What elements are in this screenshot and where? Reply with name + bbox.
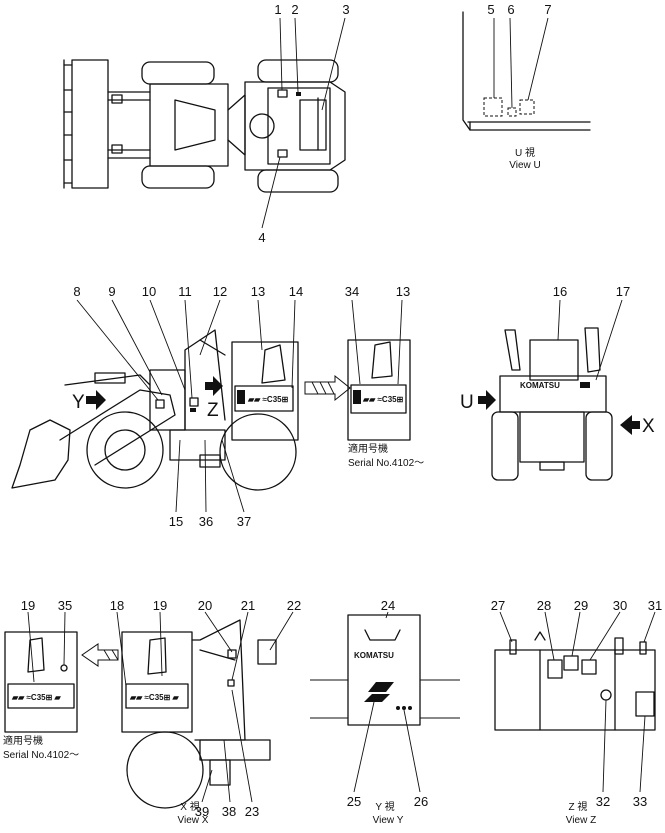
view-u-caption-en: View U	[509, 160, 541, 171]
callout-24: 24	[381, 598, 395, 613]
callout-14: 14	[289, 284, 303, 299]
arrow-letter-y: Y	[72, 392, 85, 413]
callout-18: 18	[110, 598, 124, 613]
callout-21: 21	[241, 598, 255, 613]
view-z-drawing	[494, 611, 656, 793]
view-y-caption-en: View Y	[373, 815, 404, 826]
callout-1: 1	[274, 2, 281, 17]
callout-8: 8	[73, 284, 80, 299]
svg-text:▰▰ ≈C35⊞ ▰: ▰▰ ≈C35⊞ ▰	[11, 693, 62, 702]
arrow-letter-x: X	[642, 416, 655, 437]
callout-36: 36	[199, 514, 213, 529]
view-x-caption-en: View X	[178, 815, 209, 826]
callout-4: 4	[258, 230, 265, 245]
view-u-drawing	[462, 11, 591, 131]
side-view-drawing: ▰▰ ≈C35⊞	[11, 329, 351, 491]
callout-25: 25	[347, 794, 361, 809]
view-y-caption-jp: Y 視	[375, 800, 394, 813]
view-captions: U 視 View U X 視 View X Y 視 View Y Z 視 Vie…	[3, 146, 596, 826]
callout-23: 23	[245, 804, 259, 819]
callout-3: 3	[342, 2, 349, 17]
side-view-leaders	[76, 299, 296, 513]
callout-15: 15	[169, 514, 183, 529]
callout-12: 12	[213, 284, 227, 299]
arrow-letter-z: Z	[207, 400, 219, 421]
view-z-caption-en: View Z	[566, 815, 596, 826]
callout-7: 7	[544, 2, 551, 17]
serial-caption-jp-left: 適用号機	[3, 734, 43, 747]
view-y-komatsu-logo: KOMATSU	[354, 651, 394, 660]
callout-30: 30	[613, 598, 627, 613]
callout-16: 16	[553, 284, 567, 299]
view-y-drawing: KOMATSU	[310, 611, 460, 793]
callout-2: 2	[291, 2, 298, 17]
callout-10: 10	[142, 284, 156, 299]
callout-13: 13	[251, 284, 265, 299]
view-x-drawing: ▰▰ ≈C35⊞ ▰	[116, 611, 294, 809]
callout-27: 27	[491, 598, 505, 613]
callout-19: 19	[153, 598, 167, 613]
callout-19-left: 19	[21, 598, 35, 613]
callout-37: 37	[237, 514, 251, 529]
rear-view-drawing: KOMATSU	[478, 299, 640, 481]
top-view-drawing	[63, 59, 346, 193]
svg-text:▰▰ ≈C35⊞ ▰: ▰▰ ≈C35⊞ ▰	[129, 693, 180, 702]
view-arrow-letters: Y Z U X	[72, 392, 655, 437]
callout-32: 32	[596, 794, 610, 809]
callout-31: 31	[648, 598, 662, 613]
serial-panel-middle: ▰▰ ≈C35⊞	[347, 299, 411, 441]
callout-35: 35	[58, 598, 72, 613]
view-x-caption-jp: X 視	[180, 800, 199, 813]
view-z-caption-jp: Z 視	[569, 800, 588, 813]
callout-38: 38	[222, 804, 236, 819]
callout-20: 20	[198, 598, 212, 613]
callout-29: 29	[574, 598, 588, 613]
callout-9: 9	[108, 284, 115, 299]
view-x-serial-panel: ▰▰ ≈C35⊞ ▰	[4, 611, 119, 733]
rear-komatsu-logo: KOMATSU	[520, 381, 560, 390]
serial-caption-en-left: Serial No.4102～	[3, 750, 79, 761]
callout-13-serial: 13	[396, 284, 410, 299]
callout-28: 28	[537, 598, 551, 613]
callout-11: 11	[178, 284, 192, 299]
callout-5: 5	[487, 2, 494, 17]
top-view-leaders	[261, 17, 346, 229]
callout-6: 6	[507, 2, 514, 17]
callout-26: 26	[414, 794, 428, 809]
serial-caption-en-middle: Serial No.4102～	[348, 458, 424, 469]
callout-22: 22	[287, 598, 301, 613]
callout-39: 39	[195, 804, 209, 819]
callout-33: 33	[633, 794, 647, 809]
serial-caption-jp-middle: 適用号機	[348, 442, 388, 455]
arrow-letter-u: U	[460, 392, 474, 413]
svg-text:▰▰ ≈C35⊞: ▰▰ ≈C35⊞	[362, 395, 404, 404]
callout-17: 17	[616, 284, 630, 299]
callout-numbers: 1 2 3 4 5 6 7 8 9 10 11 12 13 14 15 16 1…	[21, 2, 662, 819]
view-u-caption-jp: U 視	[515, 146, 535, 159]
svg-text:▰▰ ≈C35⊞: ▰▰ ≈C35⊞	[247, 395, 289, 404]
callout-34: 34	[345, 284, 359, 299]
